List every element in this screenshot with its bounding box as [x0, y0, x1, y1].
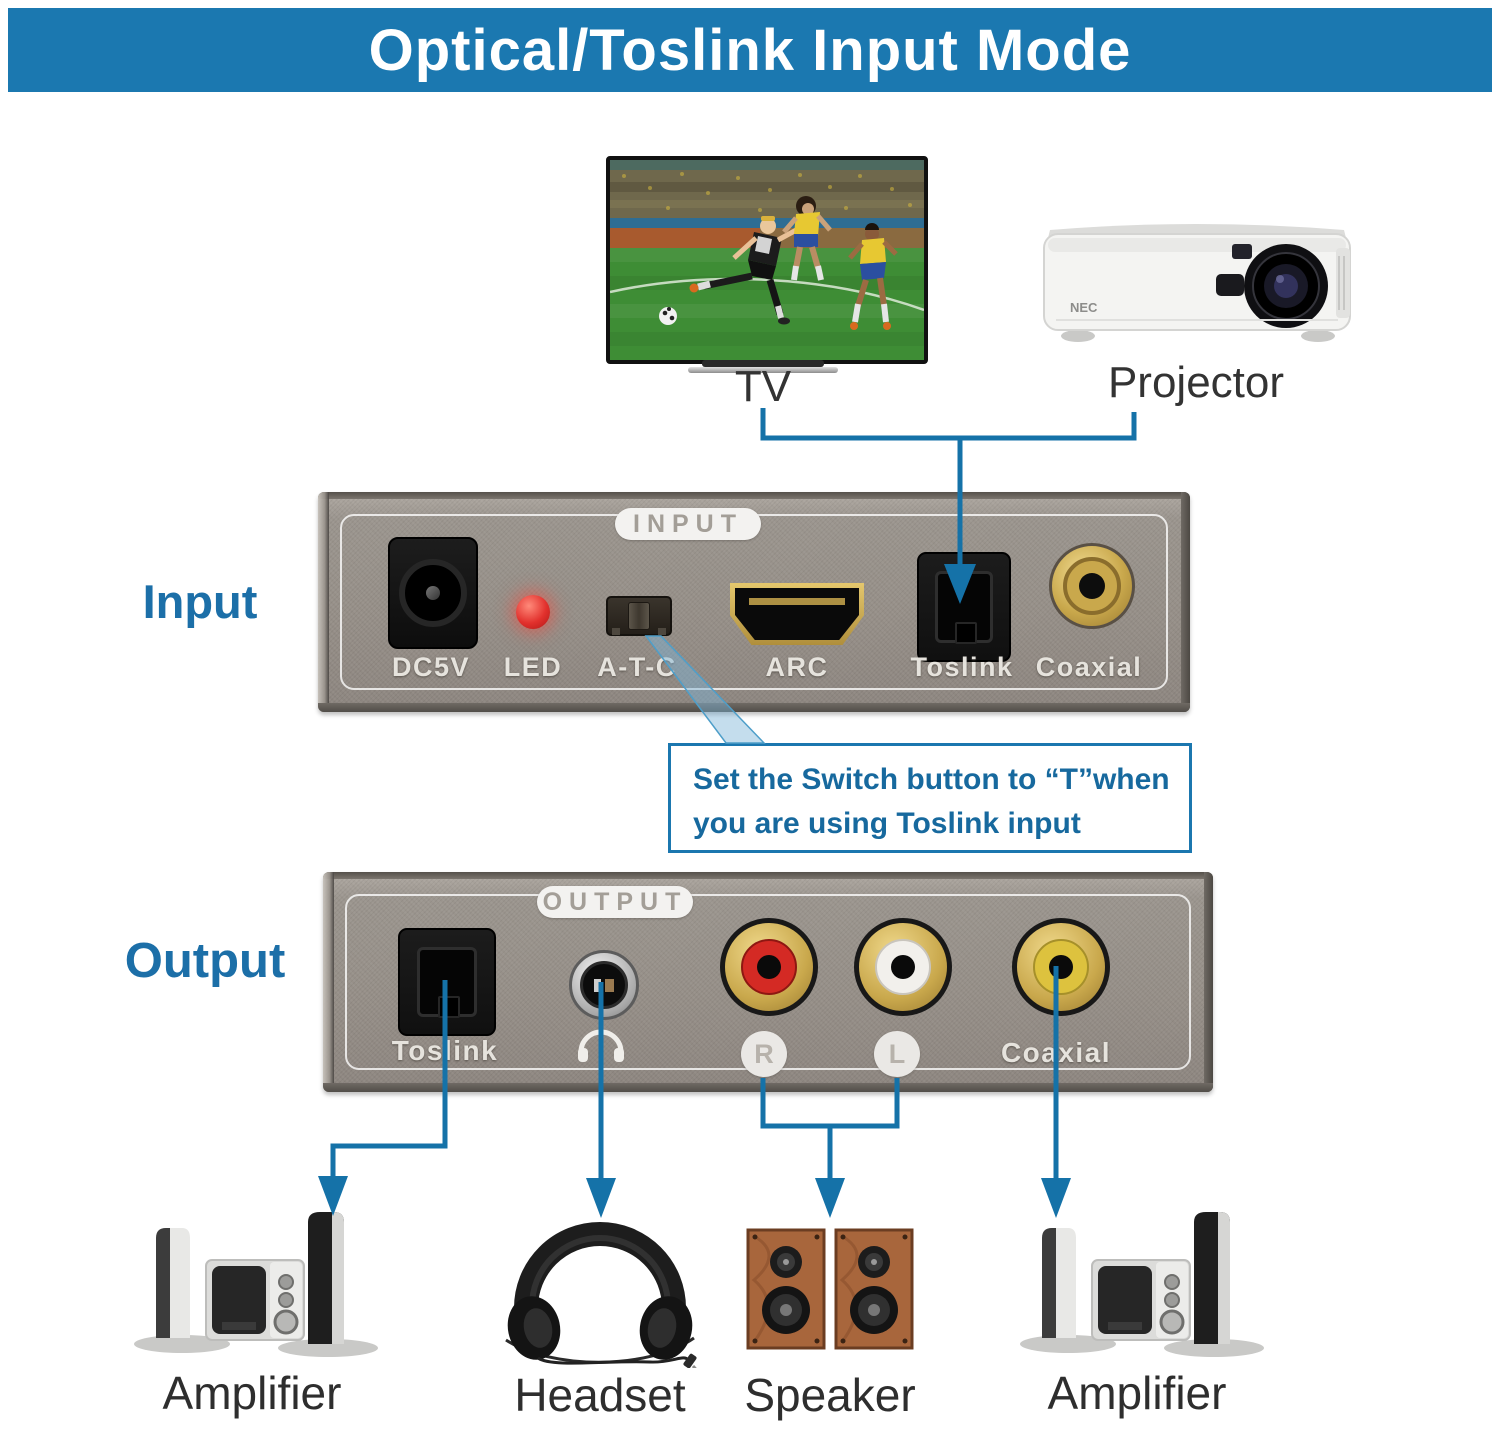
- rca-right-port: [720, 918, 818, 1016]
- crowd-speckles: [622, 172, 912, 212]
- toslink-output-port: [398, 928, 496, 1036]
- dc-power-label: DC5V: [391, 652, 471, 682]
- arc-label: ARC: [765, 652, 829, 682]
- speaker-image: [746, 1228, 914, 1350]
- atc-switch-label: A-T-C: [597, 652, 677, 682]
- input-panel-bottom-edge: [318, 703, 1190, 712]
- rca-left-port: [854, 918, 952, 1016]
- callout-line-2: you are using Toslink input: [693, 806, 1081, 840]
- input-panel-top-edge: [318, 492, 1190, 499]
- headphone-jack: [569, 950, 639, 1020]
- tv-label: TV: [734, 362, 792, 411]
- amplifier-right-label: Amplifier: [1047, 1367, 1227, 1419]
- arrow-into-speaker-icon: [815, 1178, 845, 1218]
- speaker-left-box: [746, 1228, 826, 1350]
- projector-brand-text: NEC: [1070, 300, 1098, 315]
- player-brazil-back: [782, 196, 832, 281]
- coaxial-input-label: Coaxial: [1035, 652, 1143, 682]
- output-section-label: Output: [124, 934, 286, 988]
- projector-label: Projector: [1107, 358, 1285, 407]
- header-banner: Optical/Toslink Input Mode: [8, 8, 1492, 92]
- input-panel-right-edge: [1181, 492, 1190, 712]
- speaker-label: Speaker: [744, 1369, 916, 1421]
- headset-image: [505, 1222, 697, 1368]
- coaxial-input-port: [1049, 543, 1135, 629]
- soccer-ball: [659, 307, 677, 325]
- led-label: LED: [503, 652, 563, 682]
- switch-instruction-callout: Set the Switch button to “T”when you are…: [668, 743, 1192, 853]
- input-panel-title-pill: INPUT: [615, 508, 761, 540]
- toslink-input-label: Toslink: [910, 652, 1014, 682]
- tv-projector-bracket-line: [760, 408, 1137, 441]
- input-panel-title: INPUT: [633, 509, 743, 538]
- tv-screen-soccer-scene: [610, 160, 924, 360]
- output-panel-title: OUTPUT: [542, 887, 688, 916]
- callout-line-1: Set the Switch button to “T”when: [693, 763, 1170, 796]
- amplifier-right-image: [1020, 1212, 1264, 1357]
- input-section-label: Input: [142, 575, 258, 628]
- headset-label: Headset: [514, 1369, 686, 1421]
- tv-image: [606, 156, 928, 364]
- coaxial-output-label: Coaxial: [1000, 1037, 1112, 1068]
- output-panel-top-edge: [323, 872, 1213, 879]
- toslink-output-label: Toslink: [391, 1035, 499, 1066]
- tv-stand-base: [688, 367, 838, 373]
- tv-stand: [702, 360, 824, 367]
- left-channel-badge: L: [874, 1031, 920, 1077]
- input-panel-left-edge: [318, 492, 329, 712]
- atc-switch: [606, 596, 672, 636]
- output-panel-right-edge: [1204, 872, 1213, 1092]
- speaker-right-box: [834, 1228, 914, 1350]
- hdmi-arc-port: [730, 583, 864, 645]
- headphone-icon: [578, 1029, 624, 1062]
- projector-image: NEC: [1043, 224, 1351, 342]
- amplifier-left-label: Amplifier: [162, 1367, 342, 1419]
- output-panel: OUTPUT: [323, 872, 1213, 1092]
- right-channel-badge: R: [741, 1031, 787, 1077]
- output-panel-title-pill: OUTPUT: [537, 886, 693, 918]
- player-brazil-right: [848, 223, 898, 330]
- page-title: Optical/Toslink Input Mode: [368, 17, 1132, 83]
- coaxial-output-port: [1012, 918, 1110, 1016]
- amplifier-left-image: [134, 1212, 378, 1357]
- led-indicator: [516, 595, 550, 629]
- dc-power-jack: [388, 537, 478, 649]
- output-panel-bottom-edge: [323, 1083, 1213, 1092]
- output-panel-left-edge: [323, 872, 334, 1092]
- toslink-input-port: [917, 552, 1011, 662]
- input-panel: INPUT: [318, 492, 1190, 712]
